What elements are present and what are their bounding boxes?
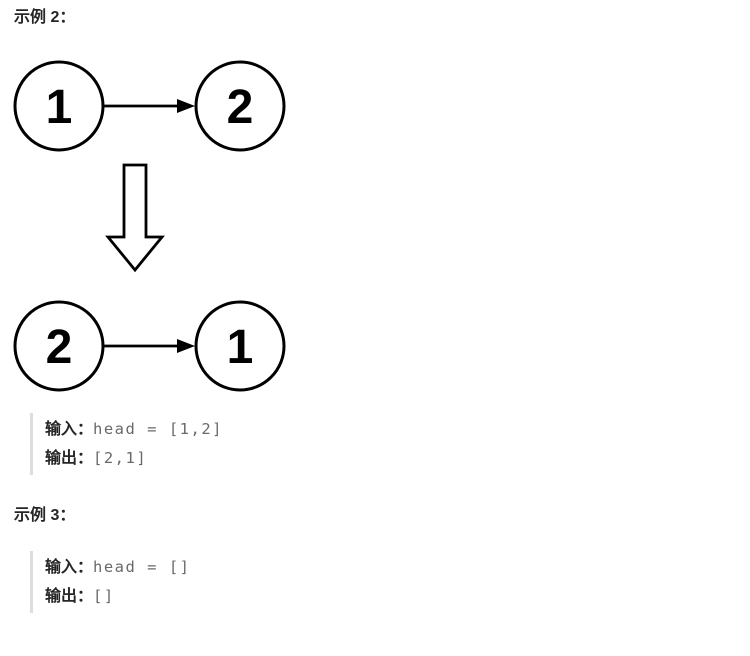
input-line: 输入：head = [] (45, 553, 191, 582)
node-value: 1 (46, 81, 73, 134)
output-value: [] (93, 587, 115, 605)
list-node-circle (194, 60, 286, 152)
output-label: 输出： (45, 450, 94, 467)
node-value: 1 (227, 321, 254, 374)
example-2-io-block: 输入：head = [1,2] 输出：[2,1] (30, 413, 237, 475)
node-value: 2 (227, 81, 254, 134)
output-line: 输出：[2,1] (45, 444, 223, 473)
example-2-heading: 示例 2： (14, 9, 76, 26)
example-3-io-block: 输入：head = [] 输出：[] (30, 551, 205, 613)
input-label: 输入： (45, 421, 94, 438)
output-label: 输出： (45, 588, 94, 605)
input-value: head = [] (93, 558, 191, 576)
node-value: 2 (46, 321, 73, 374)
next-pointer-arrow-head (177, 99, 195, 113)
input-line: 输入：head = [1,2] (45, 415, 223, 444)
input-value: head = [1,2] (93, 420, 223, 438)
transform-down-arrow-icon (105, 163, 165, 273)
example-3-heading: 示例 3： (14, 507, 76, 524)
input-label: 输入： (45, 559, 94, 576)
down-arrow-shape (105, 163, 165, 273)
list-node-circle (194, 300, 286, 392)
output-line: 输出：[] (45, 582, 191, 611)
next-pointer-arrow-head (177, 339, 195, 353)
linked-list-after-diagram: 2 1 (13, 300, 286, 392)
linked-list-before-diagram: 1 2 (13, 60, 286, 152)
output-value: [2,1] (93, 449, 148, 467)
